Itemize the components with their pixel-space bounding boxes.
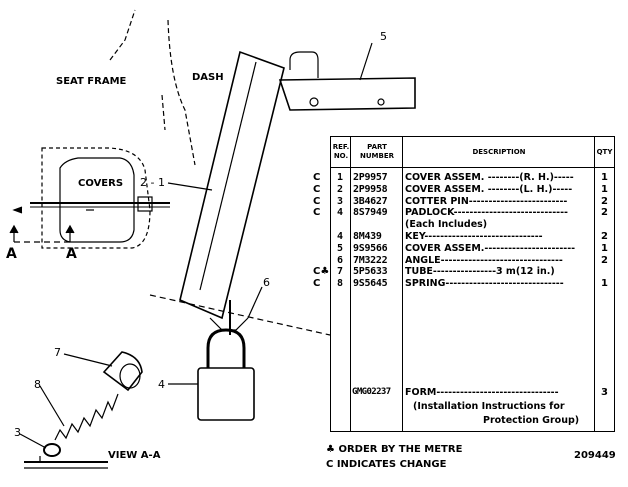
- description: ANGLE-------------------------------: [405, 254, 563, 266]
- change-marker: C: [313, 172, 321, 183]
- section-a-left: A: [6, 246, 17, 262]
- part-number: 8S7949: [353, 207, 388, 219]
- part-number: 7M3222: [353, 254, 388, 266]
- description: TUBE----------------3 m(12 in.): [405, 266, 555, 278]
- part-number: 5P5633: [353, 266, 388, 278]
- ref-number: 8: [337, 278, 344, 290]
- quantity: 2: [601, 254, 608, 266]
- ref-number: 2: [337, 183, 344, 195]
- header-ref: REF. NO.: [331, 137, 351, 168]
- callout-5: 5: [380, 30, 387, 43]
- table-row: 4 8M439 KEY------------------------------…: [331, 231, 614, 243]
- ref-number: 4: [337, 207, 344, 219]
- callout-7: 7: [54, 346, 61, 359]
- quantity: 1: [601, 183, 608, 195]
- callout-2-1: 2 - 1: [140, 176, 165, 189]
- description: COVER ASSEM. --------(L. H.)-----: [405, 183, 573, 195]
- callout-4: 4: [158, 378, 165, 391]
- description: COVER ASSEM.-----------------------: [405, 242, 576, 254]
- description: PADLOCK-----------------------------: [405, 207, 568, 219]
- table-row: C♣ 7 5P5633 TUBE----------------3 m(12 in.): [313, 266, 614, 278]
- change-marker: C: [313, 207, 321, 219]
- table-row: C 3 3B4627 COTTER PIN----------------------…: [313, 195, 614, 208]
- drawing-number: 209449: [574, 450, 616, 461]
- change-marker: C♣: [313, 266, 330, 278]
- form-row: GMG02237 FORM---------------------------…: [331, 387, 614, 399]
- table-row: C 1 2P9957 COVER ASSEM. --------(R. H.)----…: [313, 172, 614, 184]
- table-row: (Each Includes): [331, 219, 614, 231]
- quantity: 1: [601, 242, 608, 254]
- ref-number: 1: [337, 172, 344, 183]
- change-marker: C: [313, 278, 321, 290]
- part-number: 8M439: [353, 231, 382, 242]
- col-divider: [350, 137, 351, 431]
- change-note: C INDICATES CHANGE: [326, 459, 447, 470]
- quantity: 1: [601, 172, 608, 183]
- part-number: 2P9958: [353, 183, 388, 195]
- table-row: C 4 8S7949 PADLOCK-------------------------…: [313, 207, 614, 219]
- quantity: 2: [601, 207, 608, 219]
- header-description: DESCRIPTION: [403, 137, 595, 168]
- description: (Each Includes): [405, 219, 488, 231]
- description: COVER ASSEM. --------(R. H.)-----: [405, 172, 574, 183]
- ref-number: 5: [337, 242, 344, 254]
- col-divider: [402, 137, 403, 431]
- part-number: 9S5645: [353, 278, 388, 290]
- part-number: 2P9957: [353, 172, 388, 183]
- view-a-a-label: VIEW A-A: [108, 450, 161, 461]
- quantity: 2: [601, 195, 608, 207]
- table-row: 6 7M3222 ANGLE----------------------------…: [331, 255, 614, 267]
- table-row: C 8 9S5645 SPRING--------------------------…: [313, 278, 614, 290]
- covers-label: COVERS: [78, 178, 124, 189]
- dash-label: DASH: [192, 72, 224, 83]
- description: COTTER PIN-------------------------: [405, 195, 568, 207]
- section-a-right: A: [66, 246, 77, 262]
- order-note: ♣ ORDER BY THE METRE: [326, 444, 463, 455]
- callout-8: 8: [34, 378, 41, 391]
- form-part-number: GMG02237: [352, 387, 391, 397]
- part-number: 3B4627: [353, 195, 388, 207]
- ref-number: 6: [337, 254, 344, 266]
- description: SPRING------------------------------: [405, 278, 564, 290]
- form-qty: 3: [601, 387, 608, 398]
- form-note-2: Protection Group): [483, 415, 580, 426]
- callout-3: 3: [14, 426, 21, 439]
- quantity: 1: [601, 278, 608, 290]
- ref-number: 4: [337, 231, 344, 242]
- quantity: 2: [601, 231, 608, 242]
- form-description: FORM-------------------------------: [405, 387, 559, 398]
- callout-6: 6: [263, 276, 270, 289]
- table-row: C 2 2P9958 COVER ASSEM. --------(L. H.)----…: [313, 183, 614, 196]
- col-divider: [594, 137, 595, 431]
- header-part-number: PART NUMBER: [351, 137, 403, 168]
- form-note-1: (Installation Instructions for: [413, 401, 565, 412]
- header-qty: QTY: [595, 137, 614, 168]
- part-number: 9S9566: [353, 242, 388, 254]
- table-row: 5 9S9566 COVER ASSEM.---------------------…: [331, 243, 614, 255]
- ref-number: 7: [337, 266, 344, 278]
- description: KEY------------------------------: [405, 231, 543, 242]
- ref-number: 3: [337, 195, 344, 207]
- change-marker: C: [313, 183, 321, 195]
- seat-frame-label: SEAT FRAME: [56, 76, 127, 87]
- change-marker: C: [313, 195, 321, 207]
